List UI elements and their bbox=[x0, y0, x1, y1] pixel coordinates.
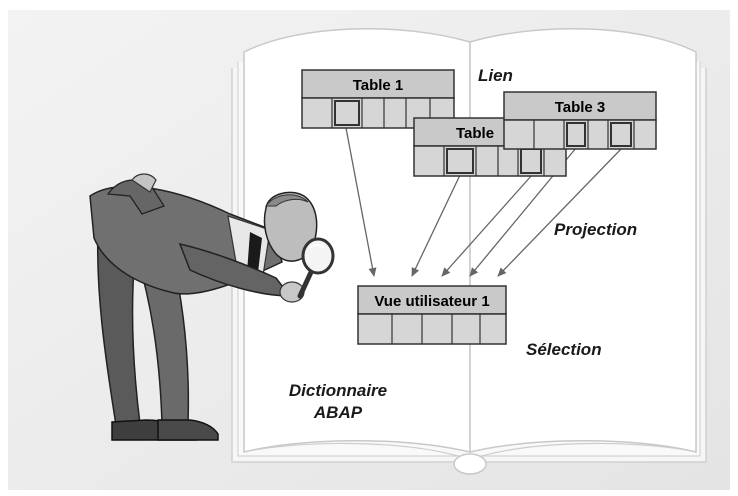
table-2-selected-field-1 bbox=[446, 148, 474, 174]
link-label: Lien bbox=[478, 66, 513, 85]
selection-label: Sélection bbox=[526, 340, 602, 359]
arrow-table2b-to-view bbox=[441, 174, 533, 277]
table-3-selected-field-1 bbox=[566, 122, 586, 147]
user-view-1: Vue utilisateur 1 bbox=[357, 285, 507, 345]
arrow-table3b-to-view bbox=[497, 147, 623, 277]
man-with-magnifying-glass-illustration bbox=[89, 173, 335, 441]
arrow-table1-to-view bbox=[345, 127, 377, 277]
open-book-illustration bbox=[231, 27, 707, 475]
projection-label: Projection bbox=[554, 220, 637, 239]
table-3-title: Table 3 bbox=[555, 99, 606, 116]
dictionary-label-line1: Dictionnaire bbox=[289, 381, 387, 400]
table-2-title: Table bbox=[456, 125, 494, 142]
table-1-selected-field bbox=[334, 100, 360, 126]
dictionary-label-line2: ABAP bbox=[313, 403, 363, 422]
table-3: Table 3 bbox=[503, 91, 657, 150]
table-1-title: Table 1 bbox=[353, 77, 404, 94]
table-3-selected-field-2 bbox=[610, 122, 632, 147]
user-view-title: Vue utilisateur 1 bbox=[374, 293, 489, 310]
arrow-table2a-to-view bbox=[411, 174, 461, 277]
magnifier-handle bbox=[297, 267, 315, 299]
